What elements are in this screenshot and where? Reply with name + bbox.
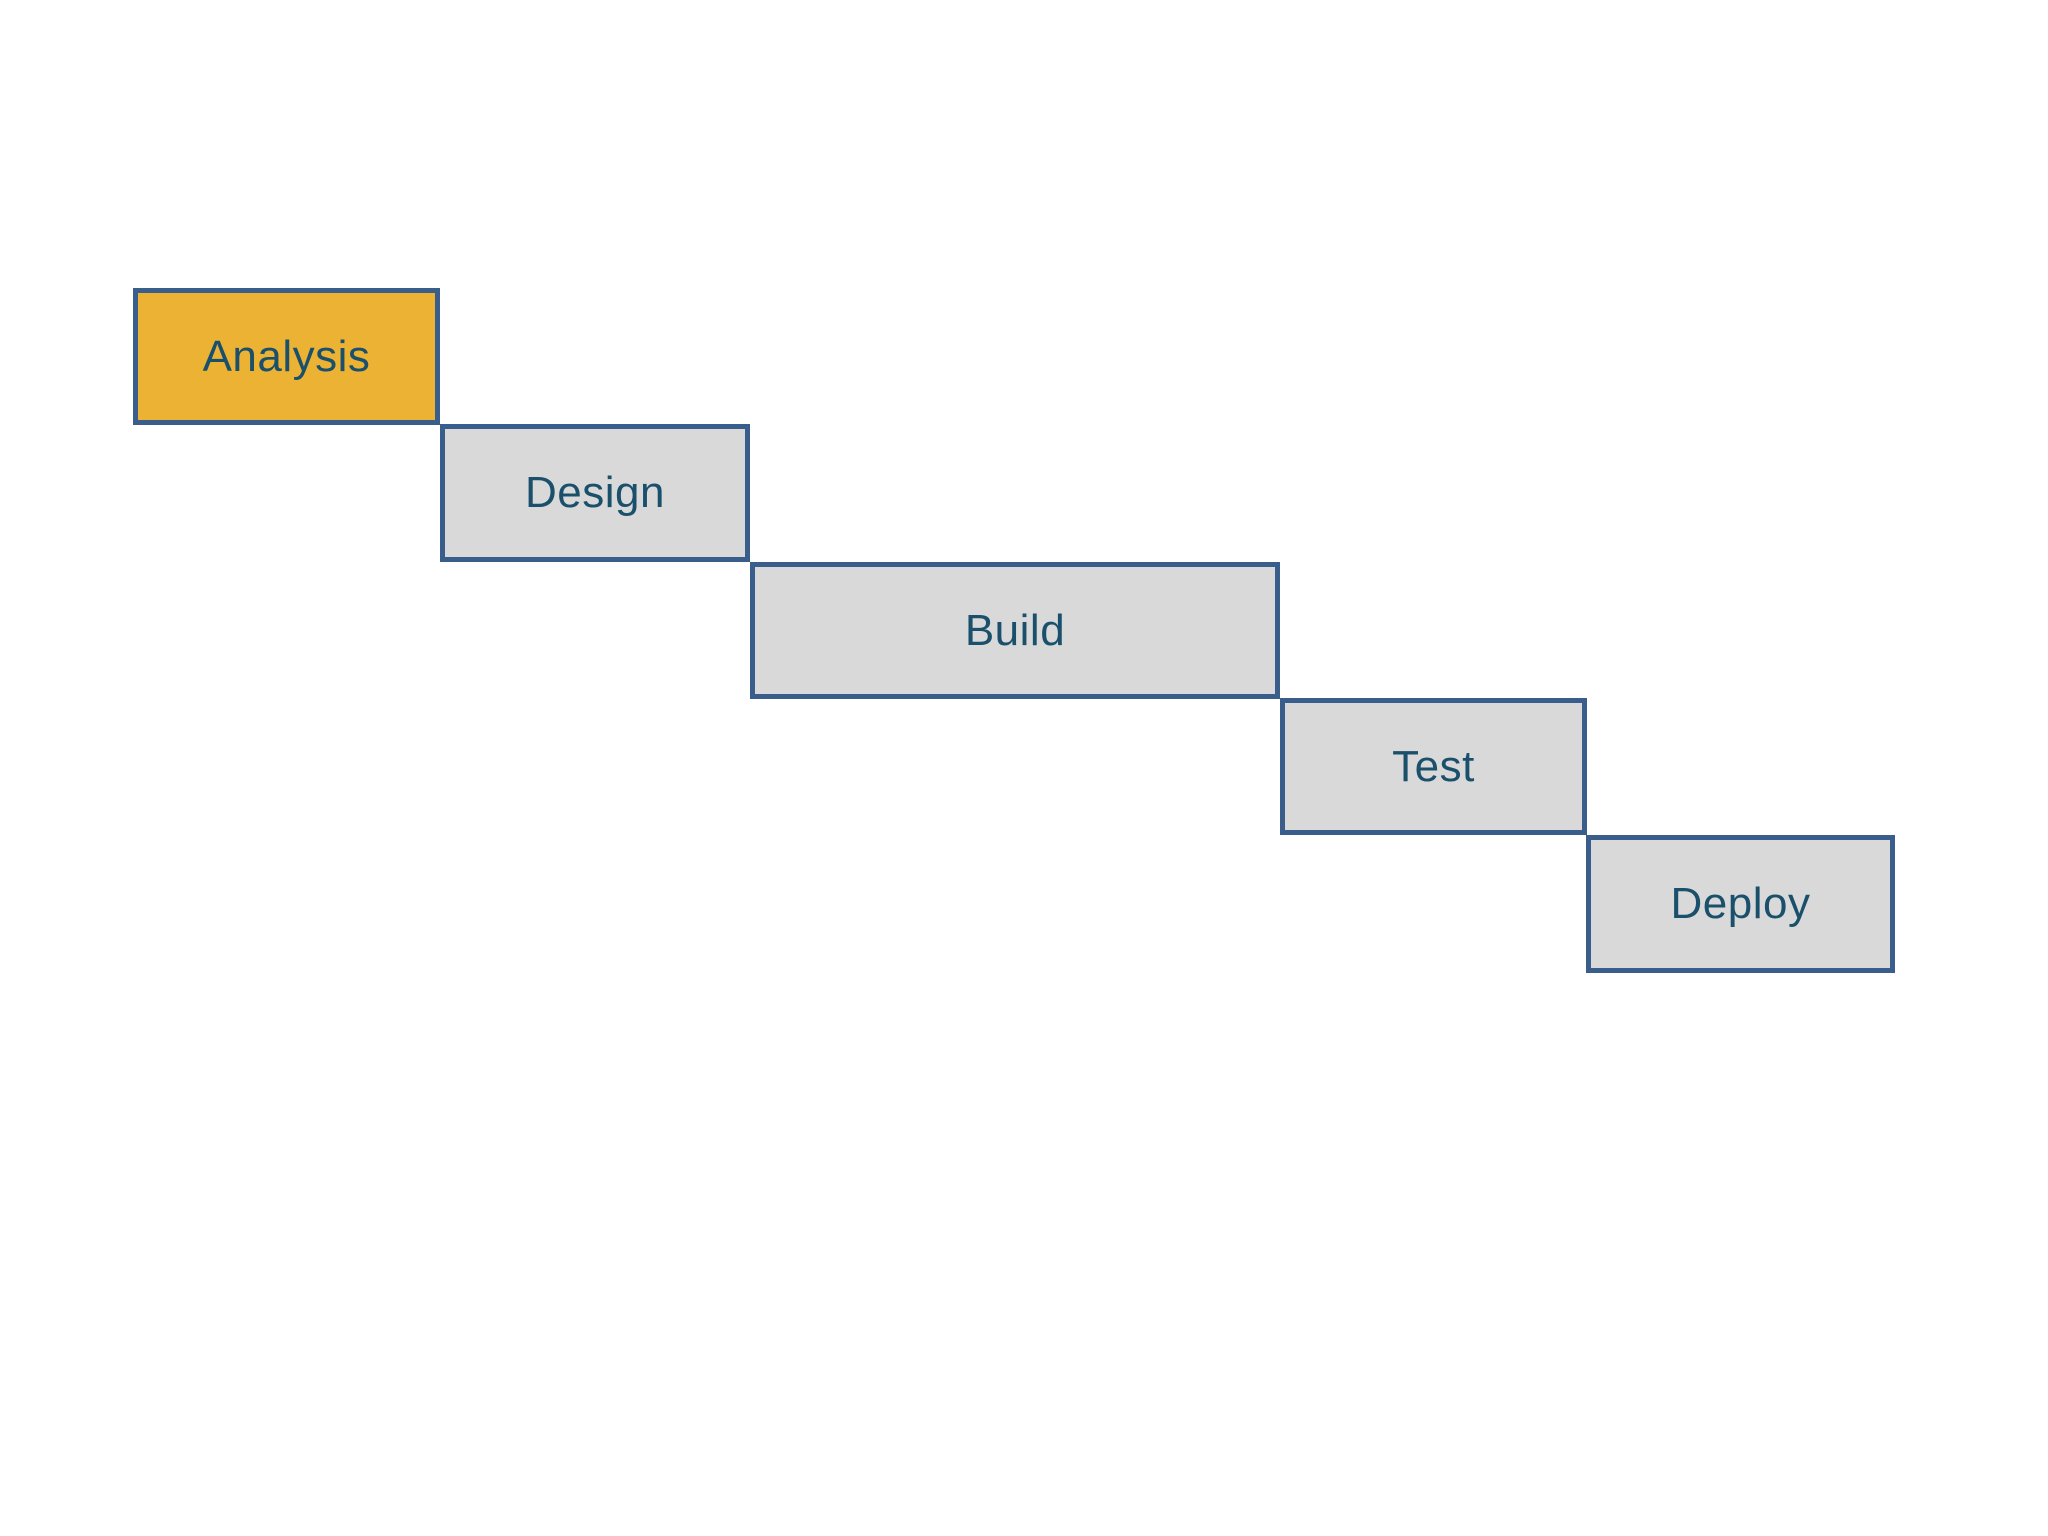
phase-box-deploy: Deploy [1586, 835, 1895, 973]
phase-label-test: Test [1392, 741, 1475, 791]
phase-label-analysis: Analysis [202, 331, 371, 381]
phase-label-design: Design [525, 468, 665, 517]
phase-box-build: Build [750, 562, 1280, 699]
phase-box-test: Test [1280, 698, 1587, 835]
phase-box-analysis: Analysis [133, 288, 440, 425]
phase-box-design: Design [440, 424, 750, 562]
phase-label-deploy: Deploy [1670, 879, 1811, 928]
phase-label-build: Build [964, 605, 1066, 655]
